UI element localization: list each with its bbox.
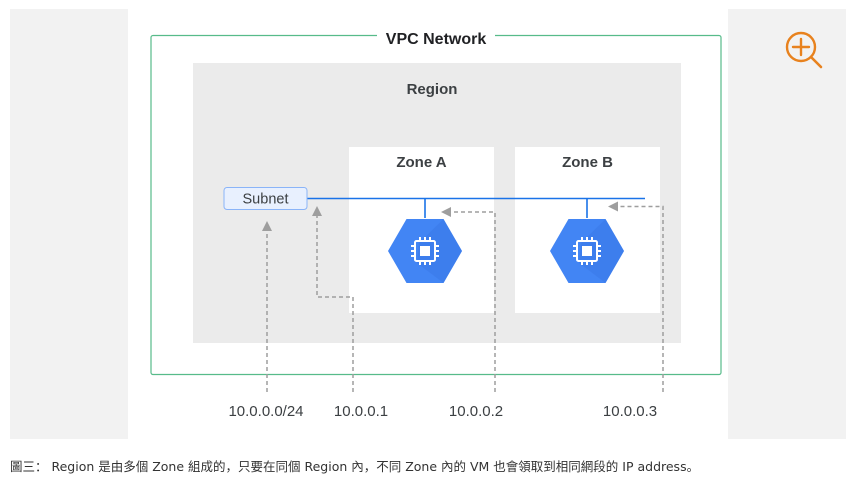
- zoom-in-button[interactable]: [780, 28, 828, 76]
- vpc-title-gap: [377, 26, 495, 46]
- ip-label-vm: 10.0.0.2: [449, 403, 503, 420]
- arrow-ip-3: [608, 201, 664, 392]
- ip-label-vm: 10.0.0.1: [334, 403, 388, 420]
- subnet-box: [223, 187, 308, 210]
- vpc-network-title: VPC Network: [386, 31, 487, 48]
- ip-label-vm: 10.0.0.3: [603, 403, 657, 420]
- arrow-ip-1: [312, 206, 354, 392]
- zoom-in-icon: [785, 31, 823, 69]
- subnet-label: Subnet: [243, 192, 289, 208]
- compute-engine-vm-icon: [388, 219, 462, 283]
- zone-a-label: Zone A: [396, 154, 446, 171]
- region-label: Region: [407, 81, 458, 98]
- figure-caption: 圖三： Region 是由多個 Zone 組成的，只要在同個 Region 內，…: [10, 459, 700, 474]
- compute-engine-vm-icon: [550, 219, 624, 283]
- arrow-ip-2: [441, 207, 496, 392]
- zone-b-label: Zone B: [562, 154, 613, 171]
- ip-label-subnet: 10.0.0.0/24: [228, 403, 303, 420]
